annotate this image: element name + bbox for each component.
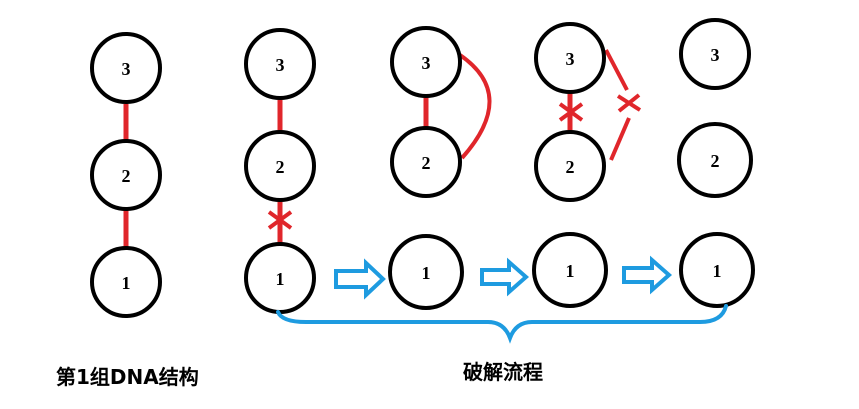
node-circle bbox=[534, 130, 606, 202]
break-mark-icon bbox=[267, 210, 293, 230]
node-label: 2 bbox=[711, 151, 720, 171]
stage-3-separated: 3 2 1 bbox=[388, 26, 492, 310]
node-circle bbox=[390, 26, 462, 98]
arrow-right-icon bbox=[334, 258, 386, 300]
node-label: 3 bbox=[122, 59, 131, 79]
bond-curve-upper bbox=[604, 49, 629, 91]
node-circle bbox=[244, 28, 316, 100]
arrow-right-icon bbox=[480, 257, 530, 297]
caption-cracking-process: 破解流程 bbox=[463, 360, 543, 384]
node-label: 1 bbox=[276, 269, 285, 289]
node-label: 2 bbox=[566, 157, 575, 177]
arrow-right-icon bbox=[622, 255, 673, 295]
node-circle bbox=[390, 126, 462, 198]
node-circle bbox=[534, 22, 606, 94]
stage-5-fully-separated: 3 2 1 bbox=[677, 18, 755, 308]
node-label: 3 bbox=[711, 45, 720, 65]
node-circle bbox=[244, 130, 316, 202]
stage-2-break-bond: 3 2 1 bbox=[244, 28, 316, 314]
node-label: 2 bbox=[276, 157, 285, 177]
node-label: 3 bbox=[566, 49, 575, 69]
curly-brace-icon bbox=[276, 304, 728, 344]
node-circle bbox=[532, 232, 608, 308]
stage-1-dna-structure: 3 2 1 bbox=[90, 32, 162, 318]
node-circle bbox=[679, 18, 751, 90]
node-label: 1 bbox=[422, 263, 431, 283]
node-label: 3 bbox=[276, 55, 285, 75]
node-circle bbox=[679, 232, 755, 308]
node-label: 1 bbox=[713, 261, 722, 281]
bond-curve bbox=[458, 53, 492, 160]
stage-4-break-bonds: 3 2 1 bbox=[532, 22, 642, 308]
node-circle bbox=[677, 122, 753, 198]
node-label: 1 bbox=[122, 273, 131, 293]
node-circle bbox=[90, 32, 162, 104]
node-circle bbox=[388, 234, 464, 310]
node-circle bbox=[90, 139, 162, 211]
break-mark-icon bbox=[616, 93, 642, 113]
break-mark-icon bbox=[558, 102, 584, 122]
node-label: 2 bbox=[422, 153, 431, 173]
node-label: 1 bbox=[566, 261, 575, 281]
node-circle bbox=[90, 246, 162, 318]
node-label: 3 bbox=[422, 53, 431, 73]
node-label: 2 bbox=[122, 166, 131, 186]
caption-dna-structure: 第1组DNA结构 bbox=[56, 365, 199, 389]
bond-curve-lower bbox=[609, 117, 631, 161]
